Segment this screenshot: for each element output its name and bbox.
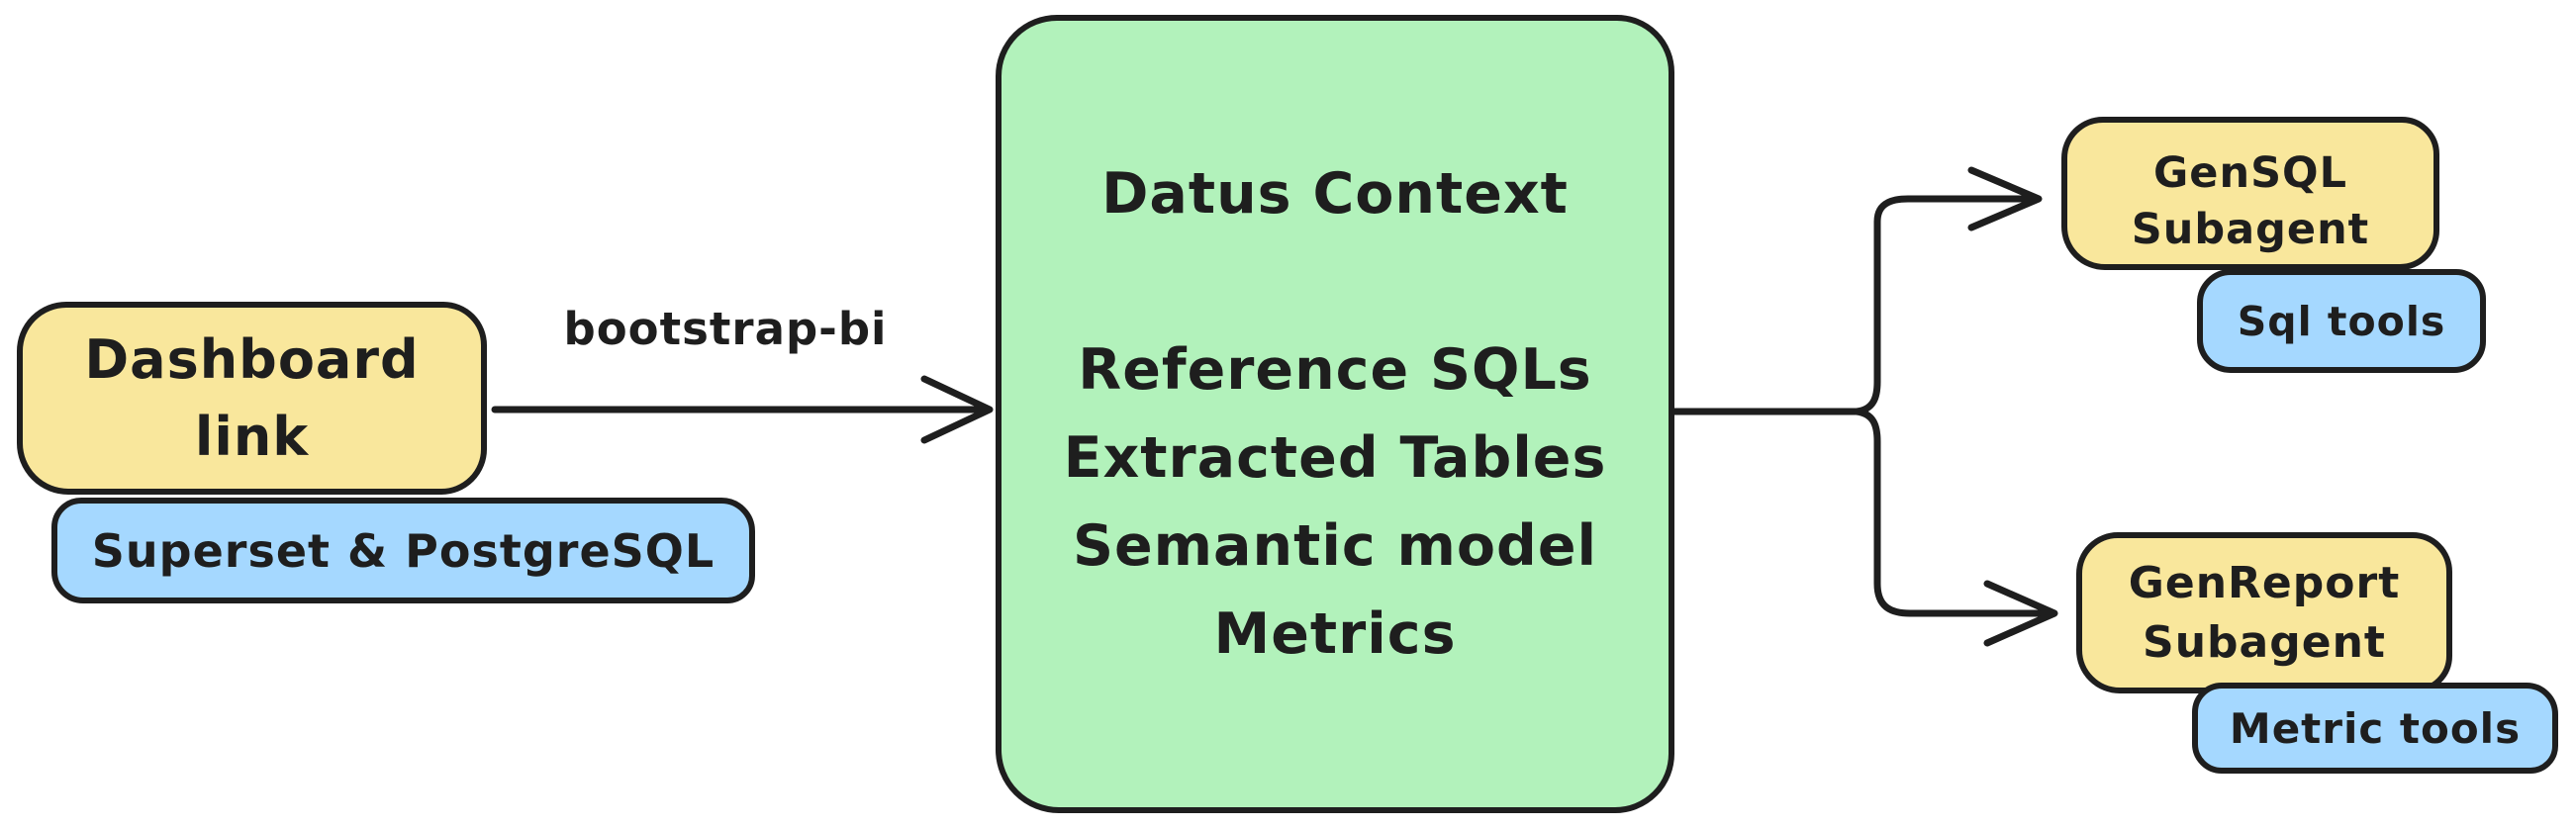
genreport-arrowhead-icon: [1983, 580, 2058, 647]
superset-postgresql-node: Superset & PostgreSQL: [51, 498, 755, 603]
gensql-subagent-label-line2: Subagent: [2131, 204, 2370, 254]
sql-tools-label: Sql tools: [2237, 297, 2446, 345]
context-item-semantic-model: Semantic model: [1072, 512, 1598, 579]
dashboard-link-label-line1: Dashboard: [84, 327, 420, 391]
superset-postgresql-label: Superset & PostgreSQL: [91, 523, 716, 578]
context-item-reference-sqls: Reference SQLs: [1078, 336, 1592, 403]
context-to-genreport-connector: [1853, 408, 2049, 617]
context-item-extracted-tables: Extracted Tables: [1063, 424, 1607, 491]
bootstrap-bi-edge-label: bootstrap-bi: [563, 303, 888, 355]
sql-tools-node: Sql tools: [2197, 269, 2486, 373]
gensql-subagent-node: GenSQL Subagent: [2061, 117, 2439, 270]
context-to-gensql-connector: [1853, 195, 2033, 415]
context-title: Datus Context: [1101, 160, 1569, 227]
datus-context-node: Datus Context Reference SQLs Extracted T…: [996, 15, 1674, 813]
context-item-metrics: Metrics: [1213, 600, 1457, 667]
dashboard-link-label-line2: link: [194, 405, 310, 468]
bootstrap-bi-arrowhead-icon: [920, 375, 994, 444]
genreport-subagent-label-line1: GenReport: [2128, 557, 2401, 608]
genreport-subagent-node: GenReport Subagent: [2076, 532, 2452, 693]
dashboard-link-node: Dashboard link: [17, 302, 487, 495]
gensql-arrowhead-icon: [1967, 166, 2043, 231]
metric-tools-label: Metric tools: [2229, 703, 2522, 753]
genreport-subagent-label-line2: Subagent: [2143, 616, 2386, 668]
gensql-subagent-label-line1: GenSQL: [2153, 147, 2347, 198]
metric-tools-node: Metric tools: [2192, 683, 2558, 774]
